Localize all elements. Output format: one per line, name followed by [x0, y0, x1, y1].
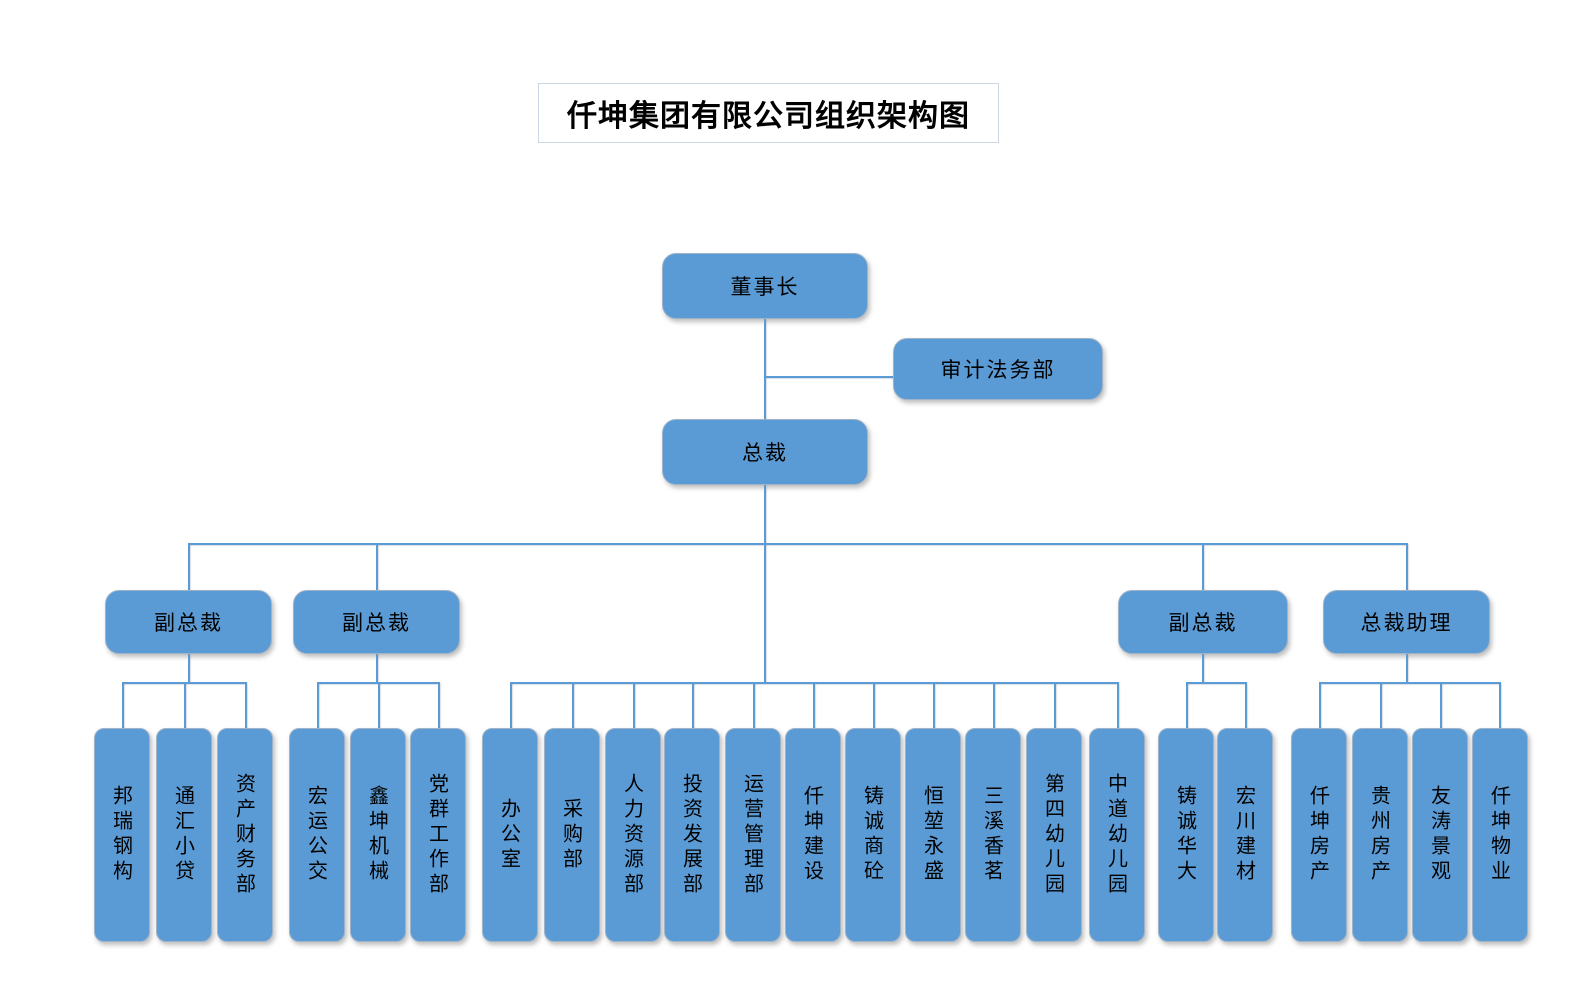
connector-drop: [1245, 682, 1247, 728]
connector-vp2-stem: [376, 654, 378, 682]
connector-drop: [317, 682, 319, 728]
leaf-node: 仟坤建设: [785, 728, 841, 942]
connector-assistant-stem: [1406, 654, 1408, 682]
leaf-node: 仟坤房产: [1291, 728, 1347, 942]
connector-chairman-president: [764, 319, 766, 419]
connector-drop: [993, 682, 995, 728]
leaf-node: 宏运公交: [289, 728, 345, 942]
leaf-node: 第四幼儿园: [1026, 728, 1082, 942]
connector-drop: [184, 682, 186, 728]
connector-drop: [245, 682, 247, 728]
node-vice-president-3: 副总裁: [1118, 590, 1288, 654]
leaf-node: 投资发展部: [664, 728, 720, 942]
leaf-node: 运营管理部: [725, 728, 781, 942]
connector-drop: [753, 682, 755, 728]
connector-drop: [1319, 682, 1321, 728]
leaf-node: 资产财务部: [217, 728, 273, 942]
node-vice-president-1: 副总裁: [105, 590, 272, 654]
leaf-node: 办公室: [482, 728, 538, 942]
connector-drop: [378, 682, 380, 728]
leaf-node: 宏川建材: [1217, 728, 1273, 942]
leaf-node: 友涛景观: [1412, 728, 1468, 942]
connector-assistant-rail: [1319, 682, 1500, 684]
connector-drop: [1499, 682, 1501, 728]
leaf-node: 邦瑞钢构: [94, 728, 150, 942]
connector-drop: [873, 682, 875, 728]
node-president: 总裁: [662, 419, 868, 485]
connector-drop: [510, 682, 512, 728]
connector-drop: [1186, 682, 1188, 728]
leaf-node: 采购部: [544, 728, 600, 942]
leaf-node: 恒堃永盛: [905, 728, 961, 942]
leaf-node: 鑫坤机械: [350, 728, 406, 942]
connector-vp2-rail: [317, 682, 438, 684]
leaf-node: 贵州房产: [1352, 728, 1408, 942]
connector-drop: [122, 682, 124, 728]
leaf-node: 仟坤物业: [1472, 728, 1528, 942]
chart-title: 仟坤集团有限公司组织架构图: [538, 83, 999, 143]
connector-level2-rail: [188, 543, 1407, 545]
leaf-node: 铸诚华大: [1158, 728, 1214, 942]
leaf-node: 铸诚商砼: [845, 728, 901, 942]
connector-drop: [572, 682, 574, 728]
connector-president-stem: [764, 543, 766, 682]
node-president-assistant: 总裁助理: [1323, 590, 1490, 654]
node-vice-president-2: 副总裁: [293, 590, 460, 654]
connector-audit-branch: [764, 376, 893, 378]
leaf-node: 通汇小贷: [156, 728, 212, 942]
connector-drop-assistant: [1406, 543, 1408, 590]
connector-drop: [933, 682, 935, 728]
connector-drop-vp1: [188, 543, 190, 590]
connector-drop: [633, 682, 635, 728]
leaf-node: 党群工作部: [410, 728, 466, 942]
node-chairman: 董事长: [662, 253, 868, 319]
connector-vp3-rail: [1186, 682, 1245, 684]
leaf-node: 人力资源部: [605, 728, 661, 942]
connector-president-down: [764, 485, 766, 543]
connector-drop: [813, 682, 815, 728]
connector-drop: [692, 682, 694, 728]
connector-drop: [1440, 682, 1442, 728]
connector-vp3-stem: [1202, 654, 1204, 682]
connector-drop: [438, 682, 440, 728]
connector-vp1-stem: [188, 654, 190, 682]
leaf-node: 中道幼儿园: [1089, 728, 1145, 942]
connector-vp1-rail: [122, 682, 245, 684]
node-audit-legal-dept: 审计法务部: [893, 338, 1103, 400]
connector-drop: [1117, 682, 1119, 728]
connector-drop-vp2: [376, 543, 378, 590]
connector-drop: [1054, 682, 1056, 728]
connector-drop-vp3: [1202, 543, 1204, 590]
leaf-node: 三溪香茗: [965, 728, 1021, 942]
connector-drop: [1380, 682, 1382, 728]
